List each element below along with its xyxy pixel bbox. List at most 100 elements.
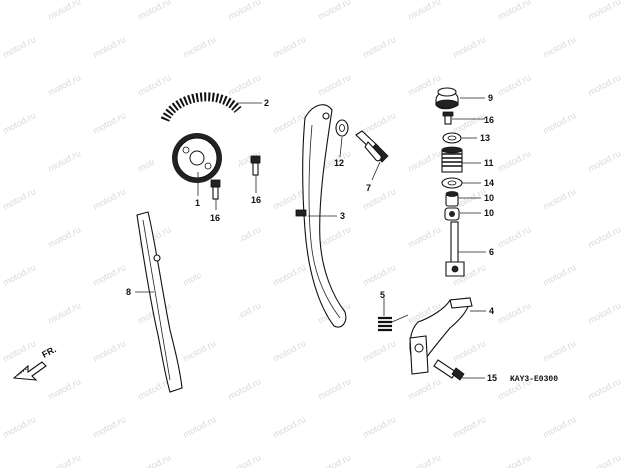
- watermark-text: motod.ru: [46, 452, 82, 468]
- cam-chain: [150, 88, 242, 330]
- watermark-text: motod.ru: [1, 338, 37, 364]
- callout-9: 9: [488, 93, 493, 103]
- watermark-text: motod.ru: [586, 72, 622, 98]
- watermark-text: motod.ru: [46, 376, 82, 402]
- watermark-text: motod.ru: [181, 414, 217, 440]
- watermark-text: motod.ru: [46, 0, 82, 22]
- watermark-text: motod.ru: [586, 452, 622, 468]
- collar-b: [444, 207, 460, 221]
- watermark-text: motod.ru: [541, 186, 577, 212]
- watermark-text: motod.ru: [541, 414, 577, 440]
- callout-13: 13: [480, 133, 490, 143]
- watermark-text: motod.ru: [496, 300, 532, 326]
- sealing-bolt: [435, 87, 459, 110]
- diagram-code: KAY3-E0300: [510, 375, 558, 384]
- watermark-text: motod.ru: [46, 72, 82, 98]
- pivot-bolt: [355, 130, 389, 163]
- watermark-text: motod.ru: [361, 34, 397, 60]
- watermark-text: motod.ru: [181, 338, 217, 364]
- callout-2: 2: [264, 98, 269, 108]
- watermark-text: motod.ru: [451, 34, 487, 60]
- watermark-text: motod.ru: [271, 34, 307, 60]
- callout-12: 12: [334, 158, 344, 168]
- callout-7: 7: [366, 183, 371, 193]
- watermark-text: motod.ru: [586, 376, 622, 402]
- watermark-text: motod.ru: [451, 110, 487, 136]
- watermark-text: motod.ru: [1, 186, 37, 212]
- collar-a: [445, 191, 459, 207]
- watermark-text: motod.ru: [91, 110, 127, 136]
- watermark-text: motod.ru: [586, 148, 622, 174]
- callout-8: 8: [126, 287, 131, 297]
- watermark-text: motod.ru: [91, 34, 127, 60]
- tensioner-rod: [445, 221, 465, 277]
- watermark-text: motod.ru: [406, 0, 442, 22]
- watermark-text: motod.ru: [46, 148, 82, 174]
- washer-lower: [441, 177, 463, 189]
- watermark-text: motod.ru: [271, 338, 307, 364]
- leader-lines: [135, 97, 486, 379]
- watermark-text: motod.ru: [316, 0, 352, 22]
- watermark-text: motod.ru: [496, 72, 532, 98]
- watermark-text: motod.ru: [496, 148, 532, 174]
- watermark-text: motod.ru: [46, 300, 82, 326]
- callout-16-guide-bolt: 16: [251, 195, 261, 205]
- watermark-text: motod.ru: [271, 186, 307, 212]
- watermark-text: motod.ru: [226, 0, 262, 22]
- bolt-upper: [442, 111, 454, 125]
- watermark-text: motod.ru: [451, 338, 487, 364]
- watermark-text: motod.ru: [541, 338, 577, 364]
- watermark-text: motod.ru: [136, 0, 172, 22]
- sprocket-bolt-left: [210, 179, 221, 200]
- lever-bolt: [433, 359, 465, 381]
- watermark-text: motod.ru: [496, 224, 532, 250]
- watermark-text: motod.ru: [496, 0, 532, 22]
- watermark-text: motod.ru: [406, 376, 442, 402]
- watermark-text: motod.ru: [1, 110, 37, 136]
- watermark-text: motod.ru: [181, 34, 217, 60]
- watermark-text: motod.ru: [451, 414, 487, 440]
- watermark-text: motod.ru: [91, 262, 127, 288]
- o-ring: [442, 132, 462, 144]
- watermark-text: motod.ru: [226, 376, 262, 402]
- tensioner-spring: [378, 298, 409, 332]
- watermark-text: motod.ru: [586, 0, 622, 22]
- watermark-text: motod.ru: [361, 414, 397, 440]
- callout-3: 3: [340, 211, 345, 221]
- watermark-text: motod.ru: [271, 414, 307, 440]
- watermark-text: motod.ru: [316, 72, 352, 98]
- callout-6: 6: [489, 247, 494, 257]
- watermark-text: motod.ru: [406, 224, 442, 250]
- watermark-text: motod.ru: [361, 110, 397, 136]
- callout-10-lower: 10: [484, 208, 494, 218]
- watermark-text: motod.ru: [496, 452, 532, 468]
- callout-15: 15: [487, 373, 497, 383]
- callout-4: 4: [489, 306, 494, 316]
- watermark-text: motod.ru: [541, 34, 577, 60]
- watermark-text: motod.ru: [316, 452, 352, 468]
- watermark-text: motod.ru: [136, 452, 172, 468]
- sprocket-bolt-right: [250, 155, 261, 176]
- watermark-text: motod.ru: [271, 110, 307, 136]
- front-label: FR.: [40, 344, 57, 360]
- washer: [335, 119, 349, 137]
- callout-16-sprocket-bolt: 16: [210, 213, 220, 223]
- watermark-text: motod.ru: [406, 72, 442, 98]
- watermark-text: motod.ru: [271, 262, 307, 288]
- callout-labels: 2 1 16 16 8 3 12 7 9 16 13 11 14 10 10 6…: [126, 93, 497, 383]
- watermark-text: motod.ru: [586, 300, 622, 326]
- watermark-text: motod.ru: [316, 376, 352, 402]
- watermark-text: motod.ru: [226, 72, 262, 98]
- tensioner-lever: [409, 297, 473, 375]
- watermark-text: motod.ru: [91, 338, 127, 364]
- watermark-text: motod.ru: [46, 224, 82, 250]
- watermark-text: motod.ru: [1, 34, 37, 60]
- callout-10-upper: 10: [484, 193, 494, 203]
- watermark-text: motod.ru: [136, 72, 172, 98]
- watermark-text: motod.ru: [316, 224, 352, 250]
- callout-16-tensioner: 16: [484, 115, 494, 125]
- watermark-text: motod.ru: [226, 452, 262, 468]
- watermark-text: motod.ru: [541, 110, 577, 136]
